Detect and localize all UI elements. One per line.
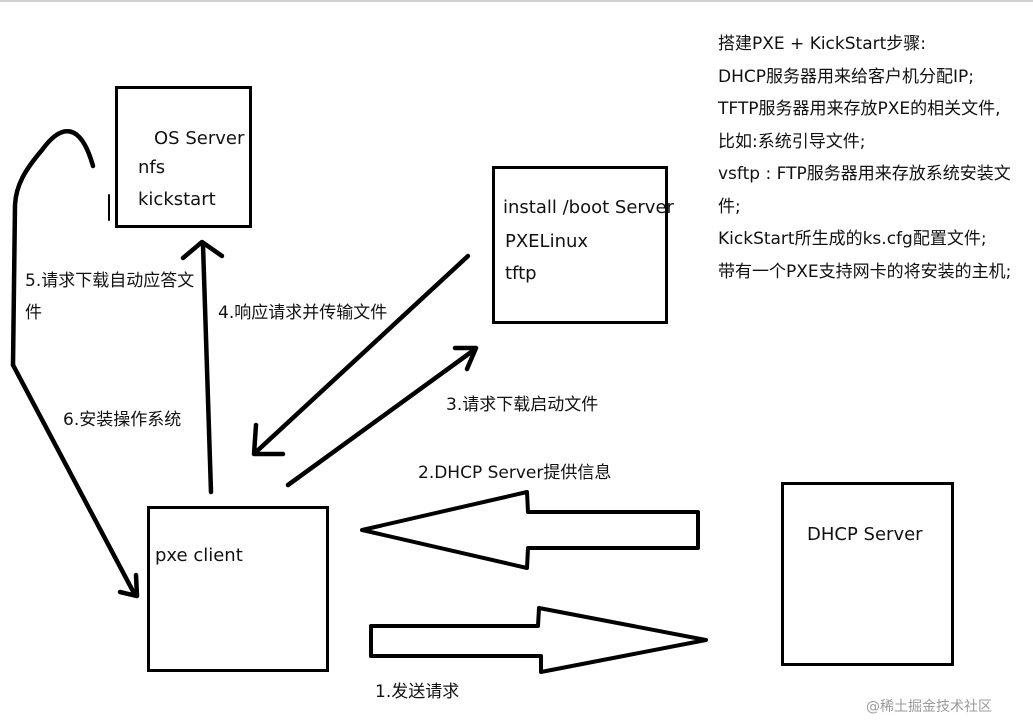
install-server-label: install /boot Server — [503, 197, 674, 218]
arrow-2-block — [360, 490, 700, 570]
install-server-pxelinux: PXELinux — [505, 231, 589, 252]
os-server-kickstart: kickstart — [138, 189, 216, 210]
step-5-label-line1: 5.请求下载自动应答文 — [25, 271, 195, 291]
arrow-4-diagonal-head — [251, 422, 286, 457]
arrow-5-curve — [10, 129, 96, 368]
arrow-6-head — [117, 572, 140, 599]
setup-notes: 搭建PXE + KickStart步骤: DHCP服务器用来给客户机分配IP; … — [718, 28, 1033, 288]
arrow-6-line — [10, 362, 138, 598]
step-5-label-line2: 件 — [25, 303, 42, 323]
dhcp-server-label: DHCP Server — [807, 524, 923, 545]
os-server-box — [115, 86, 252, 228]
step-2-label: 2.DHCP Server提供信息 — [418, 463, 612, 483]
notes-line: 件; — [718, 196, 741, 217]
arrow-4-vertical — [200, 242, 214, 495]
pxe-client-box — [147, 506, 329, 672]
os-server-nfs: nfs — [138, 157, 166, 178]
step-3-label: 3.请求下载启动文件 — [446, 395, 599, 415]
step-6-label: 6.安装操作系统 — [63, 410, 182, 430]
arrow-4-vertical-head — [180, 239, 225, 261]
install-server-box — [492, 166, 668, 324]
step-1-label: 1.发送请求 — [375, 682, 460, 702]
notes-line: KickStart所生成的ks.cfg配置文件; — [718, 229, 987, 249]
arrow-1-block — [369, 606, 708, 674]
notes-line: 搭建PXE + KickStart步骤: — [718, 34, 927, 54]
dhcp-server-box — [781, 482, 954, 666]
top-border — [0, 0, 1033, 2]
notes-line: 比如:系统引导文件; — [718, 131, 866, 152]
notes-line: vsftp : FTP服务器用来存放系统安装文 — [718, 164, 1011, 184]
arrow-3-head — [452, 345, 479, 372]
os-server-label: OS Server — [154, 128, 245, 149]
pxe-client-label: pxe client — [155, 545, 243, 566]
arrow-4-diagonal — [253, 253, 471, 455]
notes-line: 带有一个PXE支持网卡的将安装的主机; — [718, 261, 1012, 282]
step-4-label: 4.响应请求并传输文件 — [218, 303, 388, 323]
notes-line: TFTP服务器用来存放PXE的相关文件, — [718, 99, 1001, 119]
watermark: @稀土掘金技术社区 — [866, 699, 992, 715]
install-server-tftp: tftp — [505, 263, 537, 284]
notes-line: DHCP服务器用来给客户机分配IP; — [718, 66, 974, 87]
arrow-3-diagonal — [285, 347, 477, 488]
